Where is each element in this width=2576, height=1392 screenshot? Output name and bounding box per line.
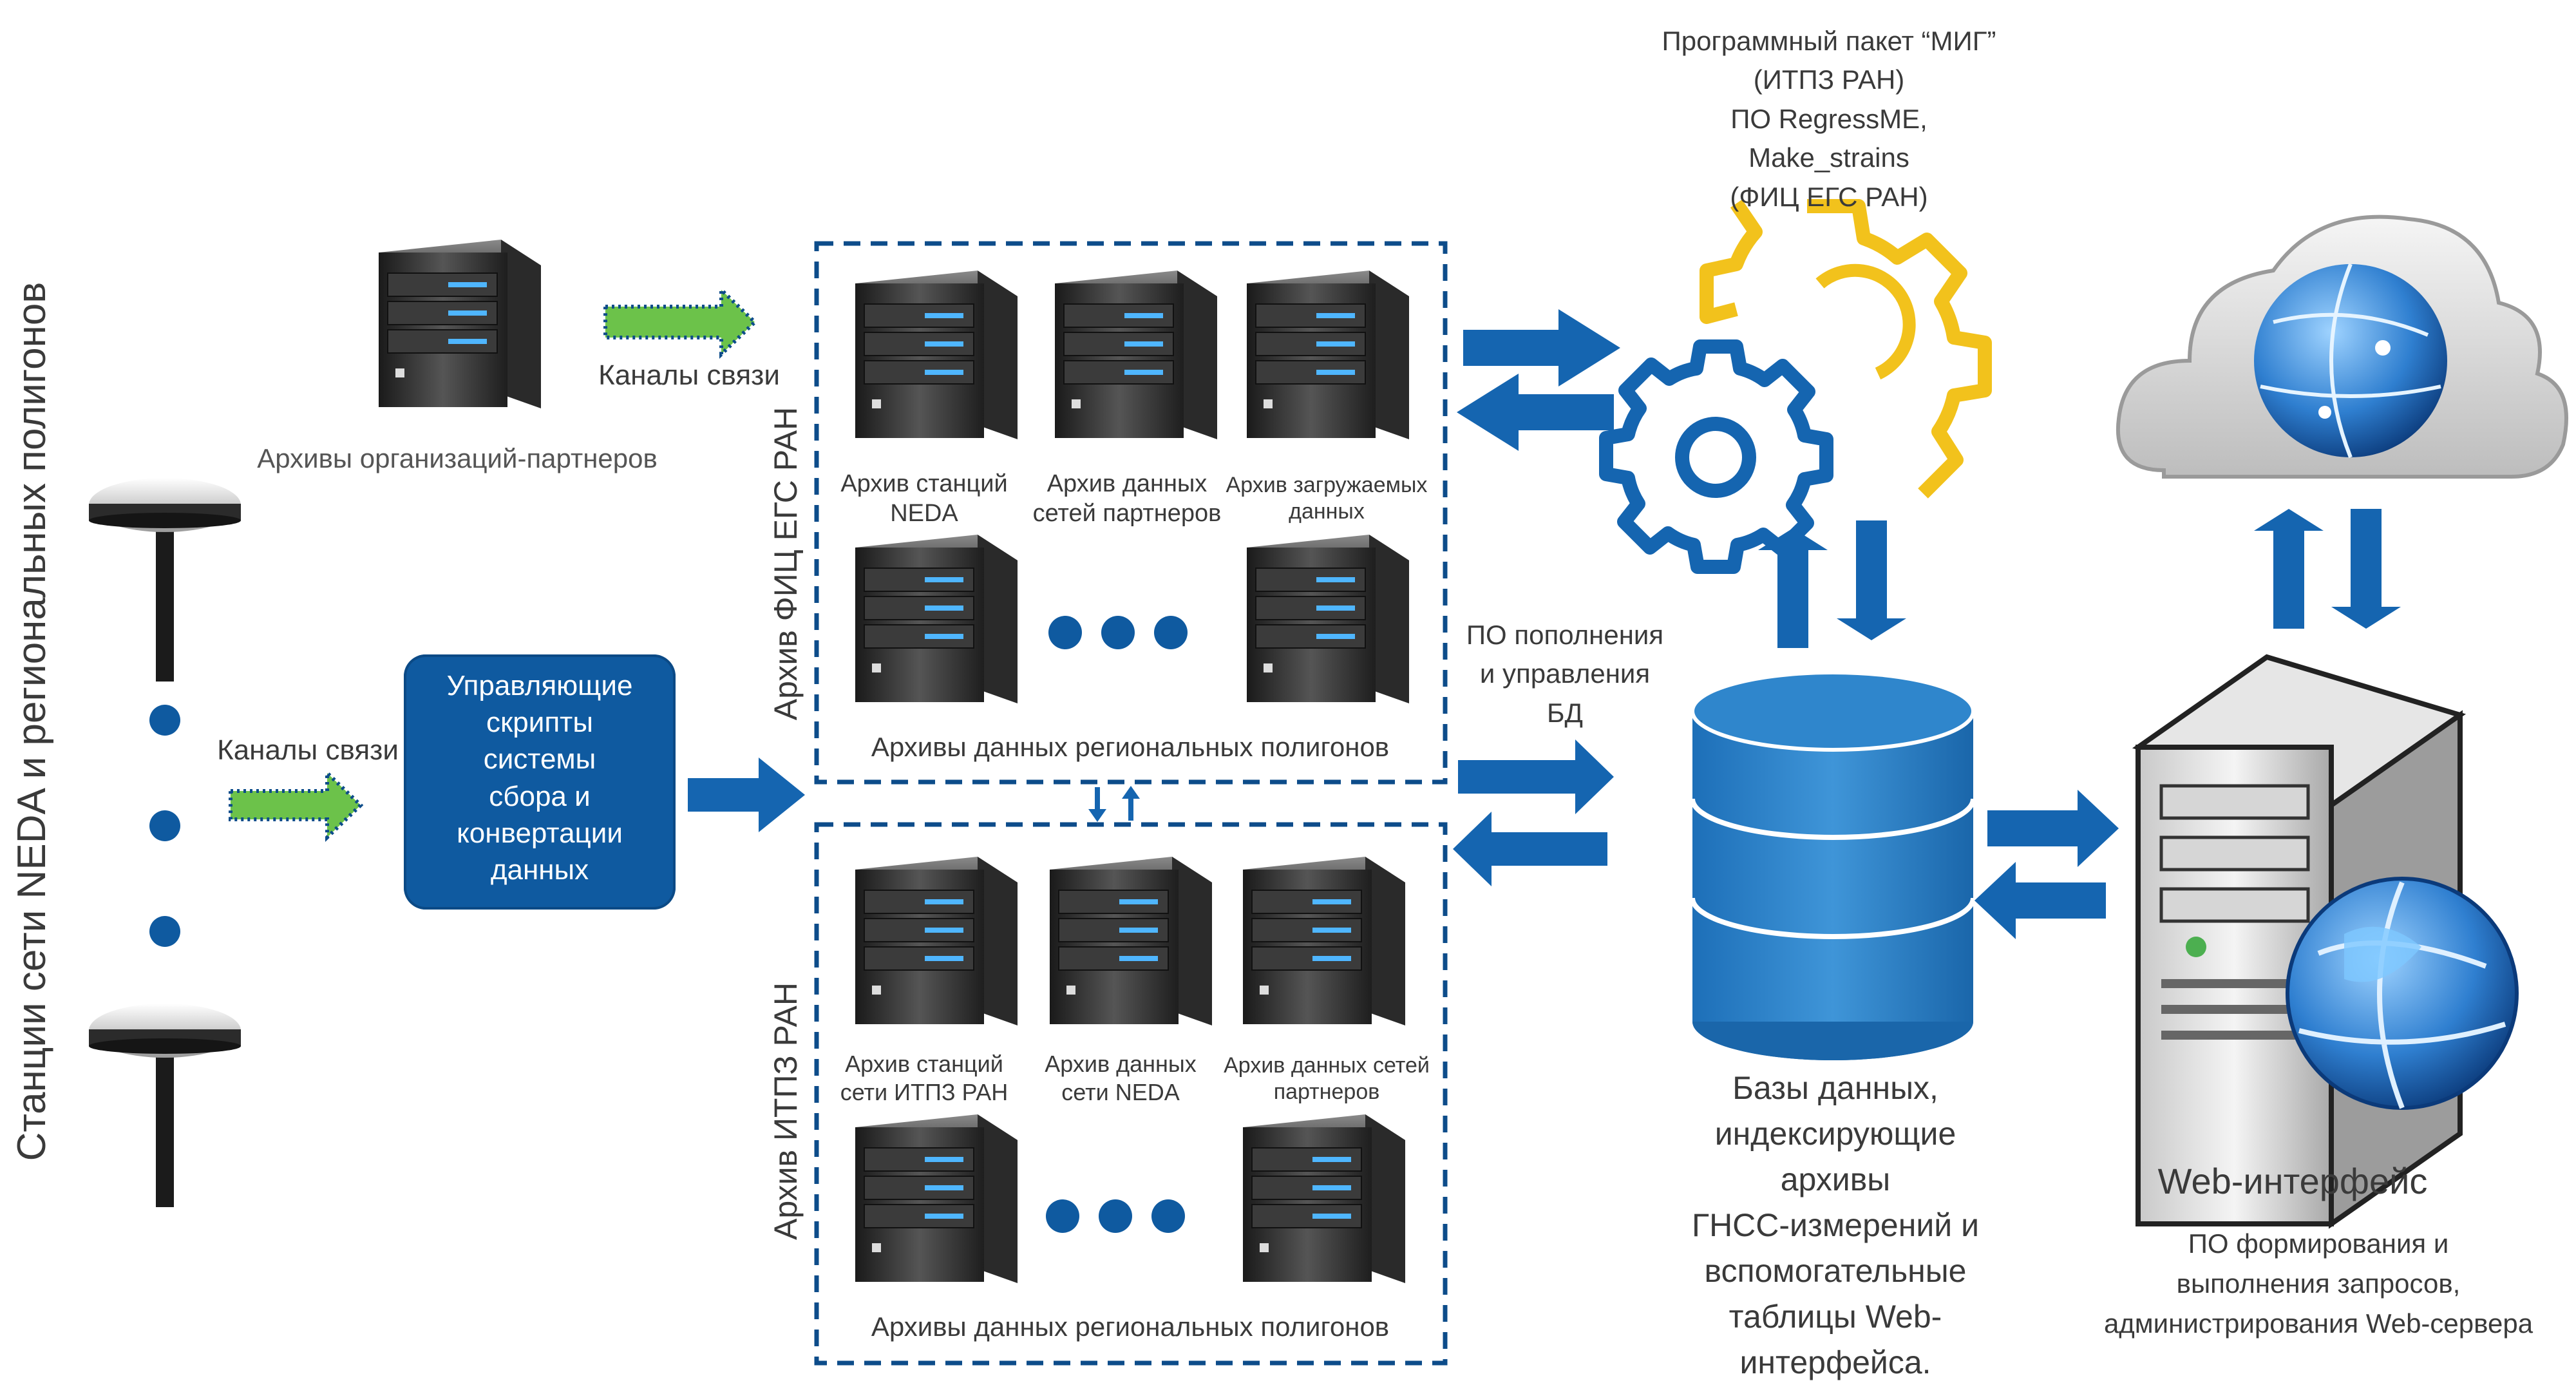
ellipsis-dot bbox=[1046, 1199, 1079, 1233]
db-software-label: ПО пополнения и управления БД bbox=[1466, 620, 1664, 728]
web-interface-title: Web-интерфейс bbox=[2157, 1161, 2428, 1201]
web-server-icon bbox=[2132, 654, 2519, 1229]
arrow-scripts-to-archive bbox=[688, 758, 805, 832]
channels-arrow-top bbox=[603, 285, 758, 359]
archive-group-footer: Архивы данных региональных полигонов bbox=[871, 1311, 1390, 1342]
ellipsis-dot bbox=[1151, 1199, 1185, 1233]
archive-server-icon bbox=[1246, 270, 1410, 440]
archive-server-icon bbox=[1054, 270, 1218, 440]
archive-server-label: Архив данных сети NEDA bbox=[1045, 1051, 1197, 1105]
gnss-antenna-bottom-icon bbox=[89, 1004, 241, 1207]
arrow-archive-to-db bbox=[1458, 739, 1614, 814]
archive-server-label: Архив станций NEDA bbox=[840, 470, 1008, 528]
database-icon bbox=[1690, 671, 1976, 1060]
arrows-gears-db bbox=[1758, 520, 1906, 648]
ellipsis-dot bbox=[149, 916, 180, 947]
gnss-antenna-top-icon bbox=[89, 478, 241, 682]
arrow-db-to-archive bbox=[1453, 812, 1607, 886]
archive-itpz-group bbox=[814, 822, 1448, 1366]
arrow-archive-to-gears bbox=[1463, 309, 1620, 386]
arrow-gears-to-archive bbox=[1457, 374, 1614, 451]
arrow-db-to-web bbox=[1987, 790, 2119, 867]
archive-itpz-vertical-label: Архив ИТПЗ РАН bbox=[768, 982, 804, 1240]
archive-server-label: Архив станций сети ИТПЗ РАН bbox=[840, 1051, 1009, 1105]
cloud-icon bbox=[2116, 215, 2568, 479]
stations-vertical-label: Станции сети NEDA и региональных полигон… bbox=[10, 281, 54, 1161]
archive-server-label: Архив данных сетей партнеров bbox=[1224, 1053, 1430, 1105]
archive-server-label: Архив загружаемых данных bbox=[1226, 473, 1428, 524]
archive-fic-egs-vertical-label: Архив ФИЦ ЕГС РАН bbox=[768, 406, 804, 721]
partner-archives-server-icon bbox=[378, 239, 542, 409]
archive-server-icon bbox=[1242, 856, 1406, 1026]
archive-server-icon bbox=[1049, 856, 1213, 1026]
archive-group-footer: Архивы данных региональных полигонов bbox=[871, 732, 1390, 762]
archive-server-icon bbox=[1246, 534, 1410, 704]
channels-label-bottom: Каналы связи bbox=[217, 734, 399, 766]
archive-server-icon bbox=[855, 1114, 1018, 1284]
partner-archives-label: Архивы организаций-партнеров bbox=[257, 443, 658, 473]
ellipsis-dot bbox=[149, 810, 180, 841]
web-interface-description: ПО формирования и выполнения запросов, а… bbox=[2103, 1228, 2533, 1339]
archive-fic-egs-group bbox=[814, 241, 1448, 785]
database-label: Базы данных, индексирующие архивы ГНСС-и… bbox=[1692, 1070, 1979, 1380]
ellipsis-dot bbox=[1101, 616, 1135, 649]
archive-server-icon bbox=[855, 856, 1018, 1026]
ellipsis-dot bbox=[149, 705, 180, 736]
gears-icon bbox=[1599, 199, 1992, 574]
software-package-label: Программный пакет “МИГ” (ИТПЗ РАН) ПО Re… bbox=[1662, 26, 1996, 212]
arrow-web-to-db bbox=[1975, 862, 2106, 939]
archive-server-icon bbox=[1242, 1114, 1406, 1284]
ellipsis-dot bbox=[1099, 1199, 1132, 1233]
control-scripts-label: Управляющие скрипты системы сбора и конв… bbox=[446, 670, 633, 886]
ellipsis-dot bbox=[1048, 616, 1082, 649]
ellipsis-dot bbox=[1154, 616, 1188, 649]
archive-server-label: Архив данных сетей партнеров bbox=[1032, 470, 1222, 528]
sync-arrows-between-archives bbox=[1088, 786, 1140, 822]
archive-server-icon bbox=[855, 534, 1018, 704]
control-scripts-box bbox=[404, 654, 676, 910]
arrows-cloud-web bbox=[2254, 509, 2401, 629]
archive-server-icon bbox=[855, 270, 1018, 440]
channels-label-top: Каналы связи bbox=[598, 359, 780, 391]
channels-arrow-bottom bbox=[229, 768, 364, 843]
